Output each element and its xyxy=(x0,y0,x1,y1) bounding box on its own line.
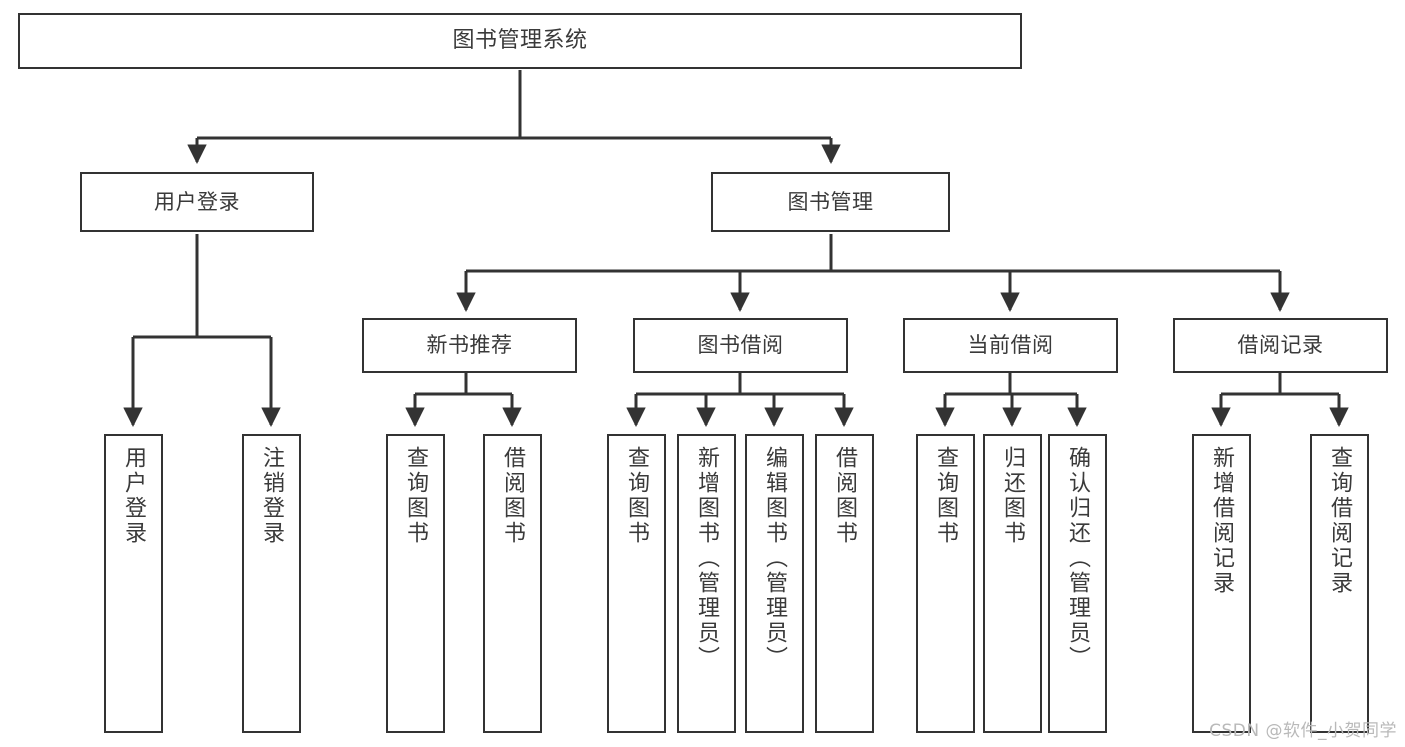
node-leaf-user-login-label: 用户登录 xyxy=(121,446,147,546)
node-leaf-borrow-book-1[interactable]: 借阅图书 xyxy=(483,434,542,733)
node-leaf-add-book-label: 新增图书（管理员） xyxy=(694,446,720,671)
node-leaf-return-book[interactable]: 归还图书 xyxy=(983,434,1042,733)
node-leaf-query-book-1-label: 查询图书 xyxy=(403,446,429,546)
edge-book-borrow-bus xyxy=(636,373,844,396)
node-new-book-recommend-label: 新书推荐 xyxy=(426,333,513,358)
node-leaf-query-book-1[interactable]: 查询图书 xyxy=(386,434,445,733)
edge-book-mgmt-bus xyxy=(466,234,1280,273)
csdn-watermark: CSDN @软件_小贺同学 xyxy=(1209,721,1397,741)
node-book-borrow-label: 图书借阅 xyxy=(697,333,784,358)
node-leaf-add-record-label: 新增借阅记录 xyxy=(1209,446,1235,596)
node-leaf-add-record[interactable]: 新增借阅记录 xyxy=(1192,434,1251,733)
node-leaf-edit-book-label: 编辑图书（管理员） xyxy=(762,446,788,671)
node-leaf-confirm-return-label: 确认归还（管理员） xyxy=(1065,446,1091,671)
node-leaf-borrow-book-1-label: 借阅图书 xyxy=(500,446,526,546)
node-user-login-label: 用户登录 xyxy=(154,189,240,214)
node-leaf-query-book-2[interactable]: 查询图书 xyxy=(607,434,666,733)
node-user-login[interactable]: 用户登录 xyxy=(80,172,314,232)
node-leaf-query-record[interactable]: 查询借阅记录 xyxy=(1310,434,1369,733)
node-root-label: 图书管理系统 xyxy=(452,28,588,54)
node-book-borrow[interactable]: 图书借阅 xyxy=(633,318,848,373)
node-current-borrow[interactable]: 当前借阅 xyxy=(903,318,1118,373)
edge-login-bus xyxy=(133,234,271,339)
node-leaf-confirm-return[interactable]: 确认归还（管理员） xyxy=(1048,434,1107,733)
node-new-book-recommend[interactable]: 新书推荐 xyxy=(362,318,577,373)
node-leaf-edit-book[interactable]: 编辑图书（管理员） xyxy=(745,434,804,733)
node-borrow-record[interactable]: 借阅记录 xyxy=(1173,318,1388,373)
node-borrow-record-label: 借阅记录 xyxy=(1237,333,1324,358)
node-leaf-query-book-3[interactable]: 查询图书 xyxy=(916,434,975,733)
edge-borrow-record-bus xyxy=(1221,373,1339,396)
edge-current-borrow-bus xyxy=(945,373,1077,396)
node-current-borrow-label: 当前借阅 xyxy=(967,333,1054,358)
node-leaf-logout[interactable]: 注销登录 xyxy=(242,434,301,733)
node-leaf-borrow-book-2-label: 借阅图书 xyxy=(832,446,858,546)
node-leaf-user-login[interactable]: 用户登录 xyxy=(104,434,163,733)
node-leaf-query-book-2-label: 查询图书 xyxy=(624,446,650,546)
edge-new-book-rec-bus xyxy=(415,373,512,396)
node-leaf-return-book-label: 归还图书 xyxy=(1000,446,1026,546)
node-leaf-add-book[interactable]: 新增图书（管理员） xyxy=(677,434,736,733)
node-leaf-query-book-3-label: 查询图书 xyxy=(933,446,959,546)
node-leaf-query-record-label: 查询借阅记录 xyxy=(1327,446,1353,596)
node-root[interactable]: 图书管理系统 xyxy=(18,13,1022,69)
node-book-management[interactable]: 图书管理 xyxy=(711,172,950,232)
node-leaf-logout-label: 注销登录 xyxy=(259,446,285,546)
node-book-management-label: 图书管理 xyxy=(787,189,874,214)
edge-root-bus xyxy=(197,70,831,140)
node-leaf-borrow-book-2[interactable]: 借阅图书 xyxy=(815,434,874,733)
